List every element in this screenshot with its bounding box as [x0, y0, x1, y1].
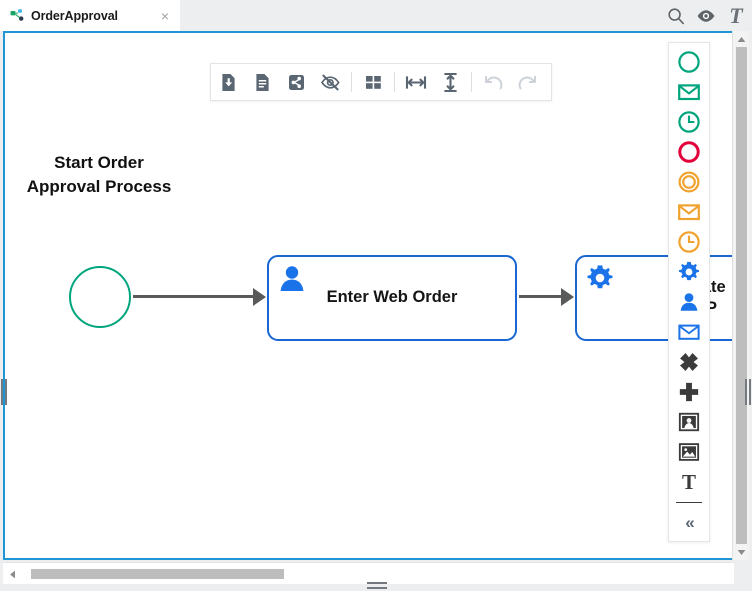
search-icon[interactable] [666, 6, 686, 26]
task-enter-web-order[interactable]: Enter Web Order [267, 255, 517, 341]
diagram-editor-frame: Start Order Approval Process Enter Web O… [3, 31, 734, 560]
vertical-scrollbar[interactable] [732, 31, 749, 560]
horizontal-scrollbar[interactable] [3, 562, 734, 584]
close-icon[interactable]: × [160, 7, 170, 24]
palette-pool-lane-icon[interactable] [669, 407, 709, 437]
palette-image-icon[interactable] [669, 437, 709, 467]
toolbar-separator [351, 72, 352, 92]
palette-text-annotation-icon[interactable]: T [681, 469, 696, 494]
palette-message-intermediate-event-icon[interactable] [669, 197, 709, 227]
palette-separator [676, 502, 702, 503]
palette-exclusive-gateway-icon[interactable] [669, 347, 709, 377]
redo-icon[interactable] [510, 64, 544, 100]
scroll-left-icon[interactable] [5, 567, 19, 581]
palette-timer-start-event-icon[interactable] [669, 107, 709, 137]
connector-enter-web-order-to-create-erp[interactable] [519, 295, 563, 298]
top-action-icons: T [666, 0, 746, 31]
tab-label: OrderApproval [31, 8, 118, 23]
undo-icon[interactable] [476, 64, 510, 100]
diagram-canvas[interactable]: Start Order Approval Process Enter Web O… [5, 33, 732, 558]
palette-intermediate-event-icon[interactable] [669, 167, 709, 197]
process-title-line-2: Approval Process [26, 177, 172, 197]
tab-bar: OrderApproval × T [0, 0, 752, 31]
palette-timer-intermediate-event-icon[interactable] [669, 227, 709, 257]
eye-icon[interactable] [696, 6, 716, 26]
distribute-horizontal-icon[interactable] [399, 64, 433, 100]
start-event-node[interactable] [69, 266, 131, 328]
scroll-down-icon[interactable] [733, 545, 750, 559]
process-title: Start Order Approval Process [5, 151, 199, 199]
horizontal-scrollbar-thumb[interactable] [31, 569, 284, 579]
scroll-up-icon[interactable] [733, 32, 750, 46]
connector-arrowhead [561, 287, 574, 306]
gear-icon [585, 263, 615, 293]
palette-parallel-gateway-icon[interactable] [669, 377, 709, 407]
element-palette: T « [668, 42, 710, 542]
process-title-line-1: Start Order [54, 153, 144, 172]
connector-start-to-enter-web-order[interactable] [133, 295, 255, 298]
right-splitter-handle[interactable] [745, 378, 751, 406]
palette-send-task-icon[interactable] [669, 317, 709, 347]
vertical-scrollbar-thumb[interactable] [736, 47, 747, 544]
task-label: Enter Web Order [326, 288, 458, 307]
user-icon [277, 263, 307, 293]
left-splitter-handle[interactable] [1, 378, 7, 406]
diagram-toolbar [210, 63, 552, 101]
palette-user-task-icon[interactable] [669, 287, 709, 317]
share-icon[interactable] [279, 64, 313, 100]
toolbar-separator [394, 72, 395, 92]
bpmn-diagram: Start Order Approval Process Enter Web O… [5, 33, 732, 558]
grid-layout-icon[interactable] [356, 64, 390, 100]
tab-order-approval[interactable]: OrderApproval × [0, 0, 180, 31]
palette-end-event-icon[interactable] [669, 137, 709, 167]
palette-start-event-icon[interactable] [669, 47, 709, 77]
toolbar-separator [471, 72, 472, 92]
process-diagram-icon [10, 8, 24, 23]
bottom-splitter-handle[interactable] [367, 582, 387, 589]
connector-arrowhead [253, 287, 266, 306]
text-format-icon[interactable]: T [729, 2, 743, 28]
document-icon[interactable] [245, 64, 279, 100]
collapse-palette-icon[interactable]: « [685, 512, 695, 532]
palette-message-start-event-icon[interactable] [669, 77, 709, 107]
palette-service-task-icon[interactable] [669, 257, 709, 287]
download-document-icon[interactable] [211, 64, 245, 100]
eye-slash-icon[interactable] [313, 64, 347, 100]
distribute-vertical-icon[interactable] [433, 64, 467, 100]
